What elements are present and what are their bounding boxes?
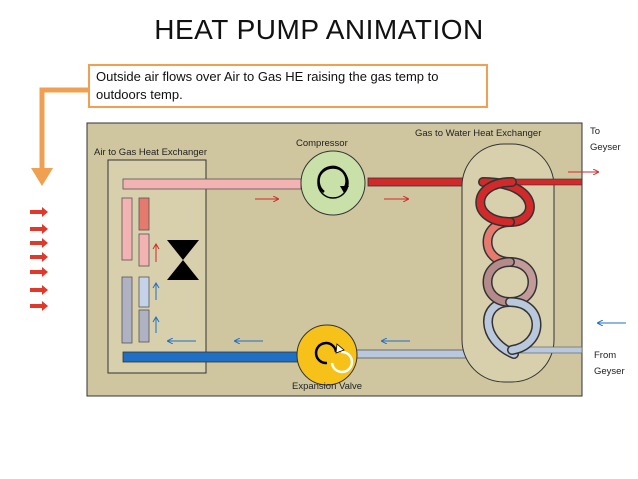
suction-pipe xyxy=(122,178,302,190)
to-geyser-label-2: Geyser xyxy=(590,142,621,153)
air-flow-arrow xyxy=(31,87,88,186)
flow-arrows-red xyxy=(255,172,598,199)
air-to-gas-label: Air to Gas Heat Exchanger xyxy=(94,147,207,158)
expansion-valve-label: Expansion Valve xyxy=(292,381,363,392)
from-geyser-label-2: Geyser xyxy=(594,366,625,377)
water-out-pipe xyxy=(511,178,583,186)
exchanger-fins xyxy=(121,197,150,344)
liquid-line-blue xyxy=(122,351,300,363)
flow-arrows-blue xyxy=(168,323,626,341)
to-geyser-label-1: To xyxy=(590,126,601,137)
valve-symbol xyxy=(167,240,199,280)
compressor-label: Compressor xyxy=(296,138,348,149)
expansion-valve xyxy=(296,324,358,386)
from-geyser-label-1: From xyxy=(594,350,617,361)
gas-to-water-label: Gas to Water Heat Exchanger xyxy=(415,128,542,139)
page-title: HEAT PUMP ANIMATION xyxy=(154,14,484,45)
exchanger-flow-arrows xyxy=(152,243,160,333)
outside-air-arrows xyxy=(30,207,48,311)
info-note: Outside air flows over Air to Gas HE rai… xyxy=(88,64,488,108)
water-coil xyxy=(475,177,542,355)
compressor xyxy=(300,150,366,216)
